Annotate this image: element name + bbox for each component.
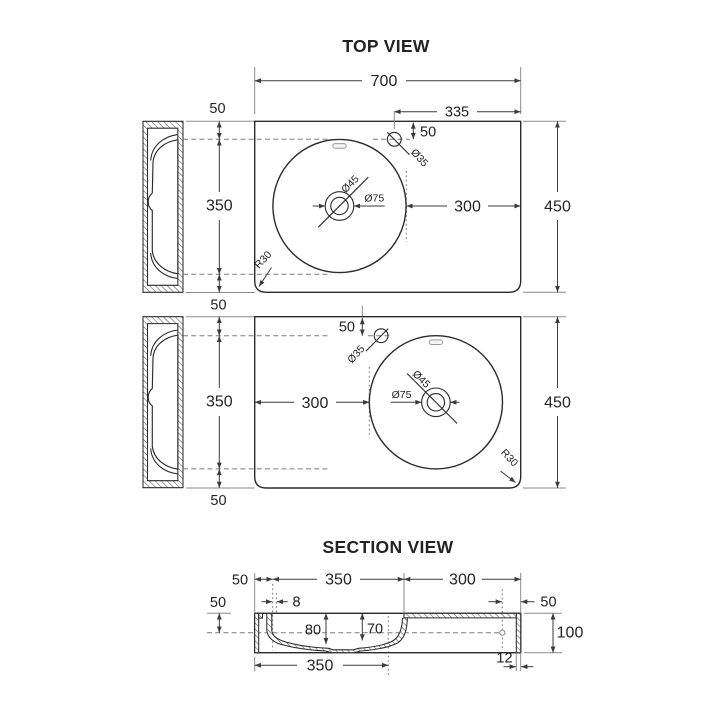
dim-bowl-depth-label: 80 (305, 623, 321, 639)
tap-hole-circle (373, 328, 389, 344)
tap-hole-circle (386, 131, 402, 147)
dim-bowl-span-label: 350 (206, 394, 233, 411)
dim-overall-depth-label: 450 (544, 394, 571, 411)
basin-outline (254, 120, 522, 293)
dim-drain-dia-label: Ø45 (410, 368, 433, 391)
dim-bottom-margin-label: 50 (210, 493, 226, 509)
dim-front-drop-label: 50 (210, 595, 226, 611)
dim-tap-depth-label: 50 (339, 320, 355, 336)
dim-corner-radius-label: R30 (498, 447, 520, 469)
drain-inner-circle (426, 393, 446, 412)
dim-bowl-to-edge-label: 300 (454, 199, 481, 216)
dim-overall-depth-label: 450 (544, 199, 571, 216)
dim-edge-to-bowl-label: 50 (209, 101, 225, 117)
dim-overall-width-label: 700 (371, 73, 398, 90)
top-view-left-basin: Ø45 Ø75 Ø35 50 700 335 300 450 50 350 R3… (142, 67, 571, 293)
drain-inner-circle (330, 196, 349, 216)
bowl-shell (266, 612, 408, 654)
overflow-slot (428, 339, 444, 345)
dim-hole-inset-label: 50 (540, 595, 556, 611)
dim-tap-hole-dia-label: Ø35 (408, 147, 430, 170)
dim-right-span-label: 300 (449, 571, 476, 588)
dim-wall-thickness-label: 12 (496, 651, 512, 667)
dim-drain-outer-dia-label: Ø75 (364, 193, 384, 205)
dim-bowl-width-label: 350 (325, 571, 352, 588)
section-view: 50 350 300 50 8 50 80 70 100 12 (207, 571, 583, 676)
top-view-right-basin: Ø45 Ø75 Ø35 50 300 450 350 50 R30 (142, 305, 571, 509)
mount-hole-marker (499, 629, 506, 636)
dim-tap-offset-label: 335 (445, 105, 469, 121)
dim-tap-hole-dia-label: Ø35 (345, 343, 367, 366)
dim-bowl-span-label: 350 (206, 198, 233, 215)
top-view-title: TOP VIEW (342, 36, 430, 56)
section-view-title: SECTION VIEW (323, 537, 454, 557)
basin-outline (254, 316, 522, 489)
dim-left-margin-label: 50 (232, 572, 248, 588)
dim-edge-to-bowl-label: 300 (302, 395, 329, 412)
dim-tap-depth-label: 50 (420, 125, 436, 141)
dim-drain-depth-label: 70 (367, 622, 383, 638)
dim-drain-center-label: 350 (307, 657, 334, 674)
dim-between-views-label: 50 (210, 298, 226, 314)
dim-drain-outer-dia-label: Ø75 (392, 389, 412, 401)
bowl-circle (272, 138, 407, 274)
dim-rim-gap-label: 8 (292, 595, 300, 611)
overflow-slot (332, 143, 347, 149)
dim-height-label: 100 (557, 625, 584, 642)
